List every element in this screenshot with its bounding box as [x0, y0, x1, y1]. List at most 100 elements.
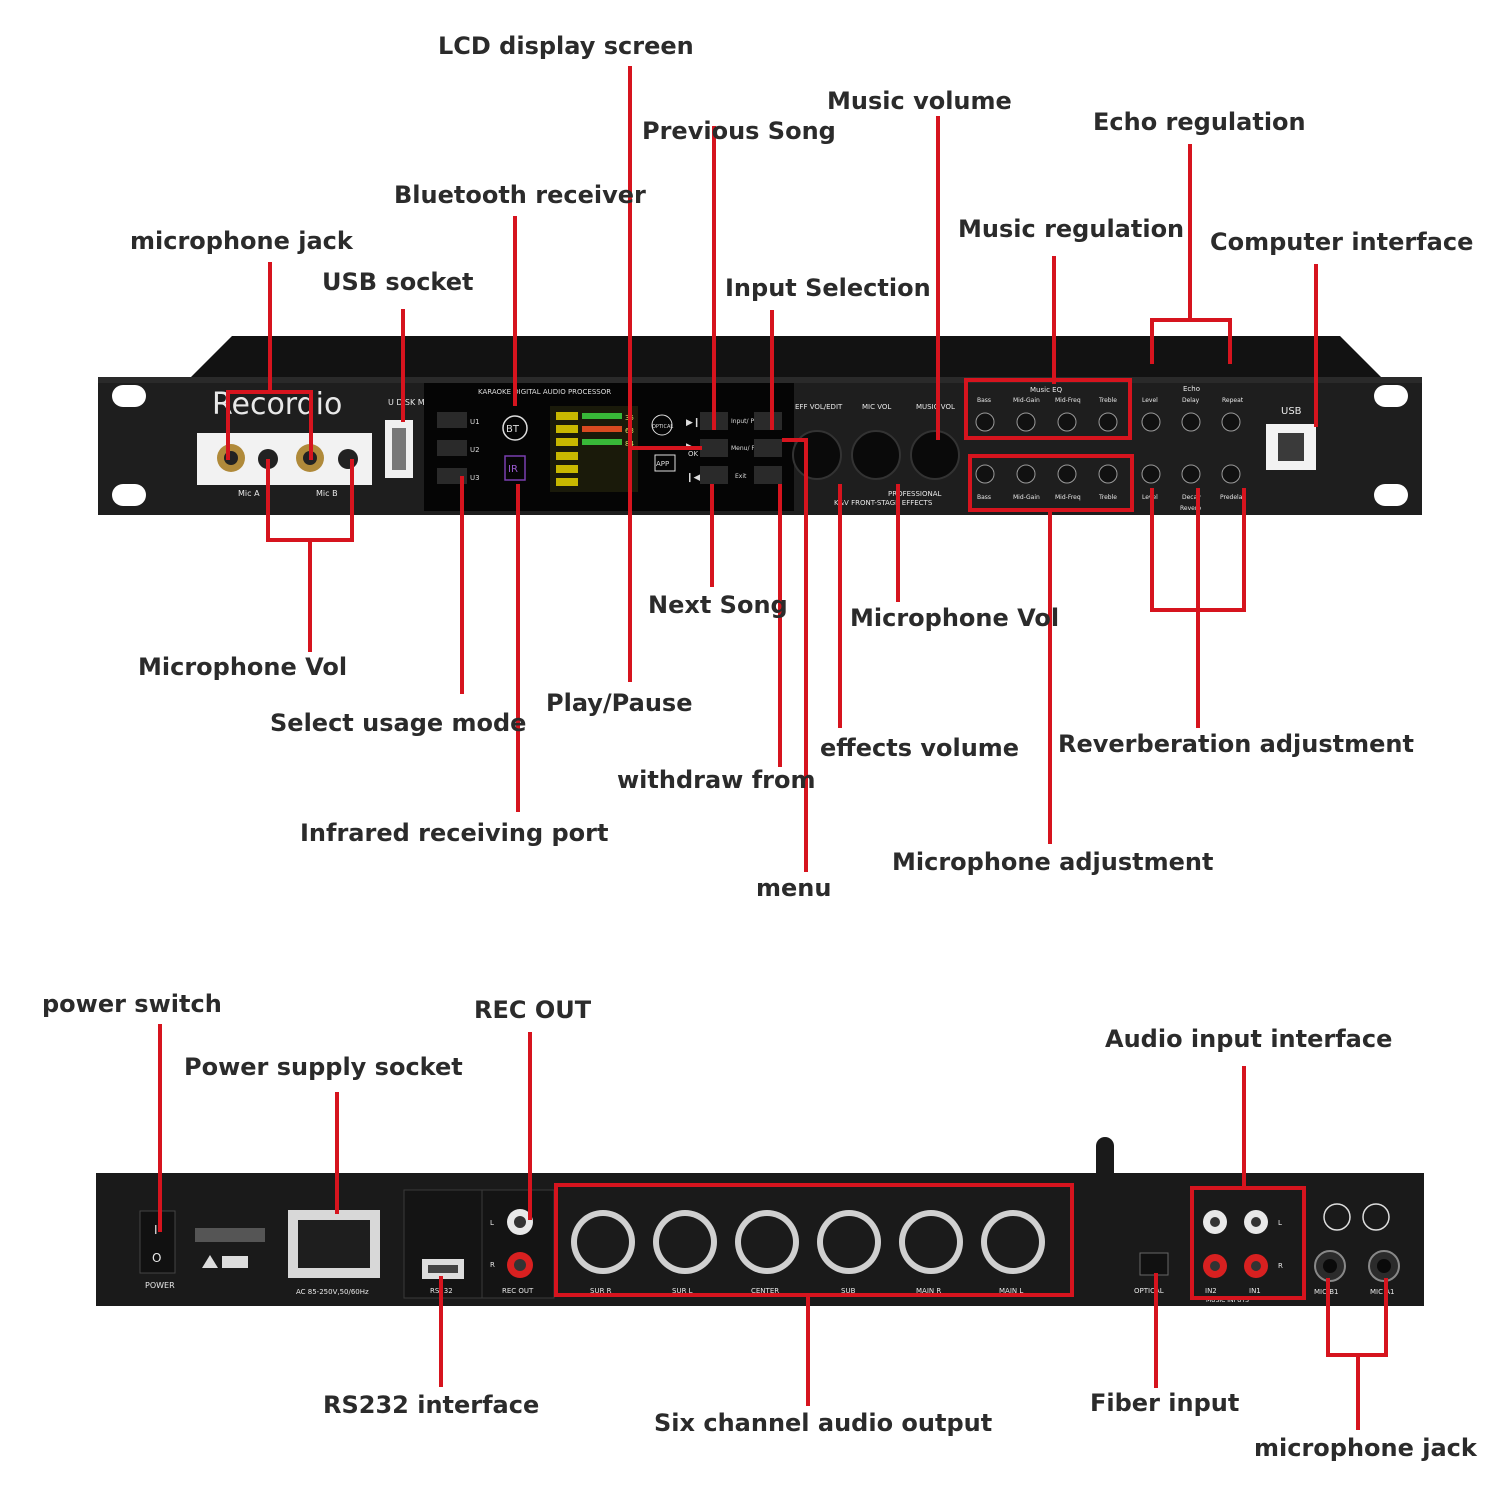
music-volume-knob[interactable] — [910, 430, 960, 480]
label-echo-regulation: Echo regulation — [1093, 108, 1306, 136]
echo-delay: Delay — [1182, 397, 1200, 404]
optical-front-label: OPTICAL — [652, 424, 673, 430]
reverb-decay-knob[interactable] — [1181, 464, 1201, 484]
reverb-label: Reverb — [1180, 505, 1201, 512]
label-rec-out: REC OUT — [474, 996, 592, 1024]
lcd-display — [550, 406, 638, 492]
label-power-switch: power switch — [42, 990, 222, 1018]
label-music-regulation: Music regulation — [958, 215, 1185, 243]
music-treble-knob[interactable] — [1098, 412, 1118, 432]
rack-hole — [1374, 484, 1408, 506]
panel-header: KARAOKE DIGITAL AUDIO PROCESSOR — [478, 388, 611, 396]
label-audio-input-interface: Audio input interface — [1105, 1025, 1393, 1053]
echo-delay-knob[interactable] — [1181, 412, 1201, 432]
prev-track-icon: ❙◀ — [686, 473, 701, 483]
reverb-decay: Decay — [1182, 494, 1201, 501]
power-off-symbol: O — [152, 1251, 161, 1265]
rec-out-l-label: L — [490, 1219, 494, 1227]
label-microphone-vol-left: Microphone Vol — [138, 653, 348, 681]
mode-button-u1[interactable] — [437, 412, 467, 428]
rack-hole — [1374, 385, 1408, 407]
in1-label: IN1 — [1249, 1287, 1261, 1295]
bluetooth-icon — [502, 415, 528, 441]
play-pause-button[interactable] — [700, 439, 728, 457]
rec-out-block — [481, 1189, 555, 1299]
optical-rear-label: OPTICAL — [1134, 1287, 1164, 1295]
mode-button-u2[interactable] — [437, 440, 467, 456]
label-usb-socket: USB socket — [322, 268, 474, 296]
mic-vol-label: MIC VOL — [862, 403, 891, 411]
optical-icon — [651, 414, 673, 436]
rear-panel: I O POWER AC 85-250V,50/60Hz RS232 L R R… — [96, 1137, 1424, 1306]
label-play-pause: Play/Pause — [546, 689, 693, 717]
mic-midgain-knob[interactable] — [1016, 464, 1036, 484]
music-bass-knob[interactable] — [975, 412, 995, 432]
music-midgain-knob[interactable] — [1016, 412, 1036, 432]
label-power-supply-socket: Power supply socket — [184, 1053, 463, 1081]
microphone-volume-knob[interactable] — [851, 430, 901, 480]
music-eq-bass: Bass — [977, 397, 991, 404]
rec-out-panel-label: REC OUT — [502, 1287, 534, 1295]
mode-label-u3: U3 — [470, 474, 480, 482]
optical-input-port[interactable] — [1139, 1252, 1169, 1276]
echo-repeat: Repeat — [1222, 397, 1244, 404]
echo-level-knob[interactable] — [1141, 412, 1161, 432]
altitude-logo-icon — [1362, 1203, 1390, 1231]
mic-bass-knob[interactable] — [975, 464, 995, 484]
label-microphone-jack-front: microphone jack — [130, 227, 353, 255]
callout-lines — [158, 66, 1388, 1430]
leader-menu — [782, 438, 808, 872]
app-label: APP — [656, 460, 669, 468]
ac-rating-label: AC 85-250V,50/60Hz — [296, 1288, 369, 1296]
reverb-predelay: Predelay — [1220, 494, 1246, 501]
label-reverberation-adjustment: Reverberation adjustment — [1058, 730, 1414, 758]
app-icon — [654, 454, 676, 472]
power-switch[interactable] — [139, 1210, 176, 1274]
leader-echo-bracket — [1150, 318, 1232, 364]
mode-button-u3[interactable] — [437, 468, 467, 484]
reverb-predelay-knob[interactable] — [1221, 464, 1241, 484]
input-pitch-label: Input/ Pitch — [731, 418, 765, 425]
mic-b-volume-knob[interactable] — [338, 449, 358, 469]
label-computer-interface: Computer interface — [1210, 228, 1474, 256]
label-microphone-adjustment: Microphone adjustment — [892, 848, 1214, 876]
xlr-label-main-r: MAIN R — [916, 1287, 941, 1295]
label-infrared-receiving-port: Infrared receiving port — [300, 819, 609, 847]
menu-button[interactable] — [754, 439, 782, 457]
exit-label: Exit — [735, 473, 747, 480]
mic-eq-bass: Bass — [977, 494, 991, 501]
input-selection-button[interactable] — [754, 412, 782, 430]
mic-eq-midfreq: Mid-Freq — [1055, 494, 1081, 501]
music-inputs-label: MUSIC INPUTS — [1206, 1297, 1249, 1304]
music-eq-label: Music EQ — [1030, 386, 1063, 394]
exit-button[interactable] — [754, 466, 782, 484]
label-select-usage-mode: Select usage mode — [270, 709, 527, 737]
mic-midfreq-knob[interactable] — [1057, 464, 1077, 484]
mode-label-u2: U2 — [470, 446, 480, 454]
label-microphone-jack-rear: microphone jack — [1254, 1434, 1477, 1462]
mic-treble-knob[interactable] — [1098, 464, 1118, 484]
mic-a-label: Mic A — [238, 489, 260, 498]
echo-level: Level — [1142, 397, 1158, 404]
usb-computer-label: USB — [1281, 406, 1302, 417]
xlr-label-sur-r: SUR R — [590, 1287, 612, 1295]
reverb-level-knob[interactable] — [1141, 464, 1161, 484]
front-top-bevel — [190, 336, 1382, 378]
xlr-label-main-l: MAIN L — [999, 1287, 1023, 1295]
rack-hole — [112, 385, 146, 407]
next-song-button[interactable] — [700, 466, 728, 484]
music-in-l-label: L — [1278, 1219, 1282, 1227]
ok-label: OK — [688, 450, 699, 458]
label-menu: menu — [756, 874, 832, 902]
music-eq-treble: Treble — [1098, 397, 1117, 404]
eff-vol-label: EFF VOL/EDIT — [795, 403, 843, 411]
power-on-symbol: I — [154, 1223, 158, 1237]
echo-repeat-knob[interactable] — [1221, 412, 1241, 432]
music-eq-box — [964, 378, 1132, 440]
music-inputs-box — [1190, 1186, 1306, 1300]
cert-logo-icon — [1323, 1203, 1351, 1231]
caution-label — [222, 1256, 248, 1268]
next-track-icon: ▶❙ — [686, 418, 700, 428]
music-midfreq-knob[interactable] — [1057, 412, 1077, 432]
